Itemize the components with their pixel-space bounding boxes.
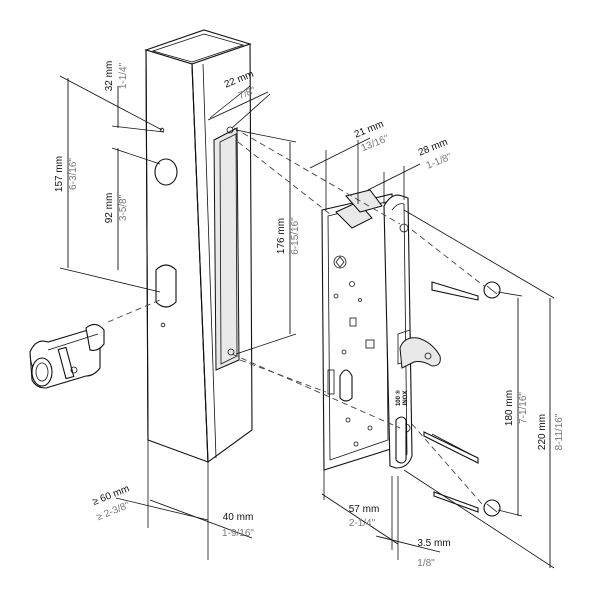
faceplate-marking: 100 ® INOX bbox=[395, 389, 409, 406]
dim-180: 180 mm 7-1/16" bbox=[504, 390, 529, 426]
dim-157-imperial: 6-3/16" bbox=[68, 158, 79, 190]
square-profile-post bbox=[144, 29, 253, 464]
dim-220: 220 mm 8-11/16" bbox=[537, 413, 565, 450]
dim-32: 32 mm 1-1/4" bbox=[104, 61, 129, 92]
dim-60: ≥ 60 mm ≥ 2-3/8" bbox=[91, 483, 132, 523]
dim-57: 57 mm 2-1/4" bbox=[349, 504, 380, 529]
dim-220-imperial: 8-11/16" bbox=[554, 413, 565, 450]
dim-28: 28 mm 1-1/8" bbox=[417, 137, 454, 172]
marking-inox: INOX bbox=[403, 391, 409, 406]
dim-32-metric: 32 mm bbox=[104, 61, 115, 92]
alignment-lines bbox=[107, 127, 485, 505]
marking-100: 100 ® bbox=[395, 389, 402, 406]
dim-180-imperial: 7-1/16" bbox=[518, 392, 529, 424]
dim-40-metric: 40 mm bbox=[223, 512, 254, 523]
dim-92-metric: 92 mm bbox=[104, 193, 115, 224]
dim-21: 21 mm 13/16" bbox=[353, 119, 391, 154]
euro-profile-cylinder bbox=[29, 323, 105, 389]
dimension-lines bbox=[59, 75, 555, 569]
dim-57-imperial: 2-1/4" bbox=[349, 518, 376, 529]
dim-40: 40 mm 1-9/16" bbox=[222, 512, 254, 539]
dim-220-metric: 220 mm bbox=[537, 414, 548, 450]
dim-176-metric: 176 mm bbox=[276, 218, 287, 254]
dim-92-imperial: 3-5/8" bbox=[118, 194, 129, 221]
long-fixing-screw bbox=[423, 431, 479, 464]
dim-40-imperial: 1-9/16" bbox=[222, 528, 254, 539]
dim-157-metric: 157 mm bbox=[54, 156, 65, 192]
dim-3-5-imperial: 1/8" bbox=[417, 558, 435, 569]
dim-57-metric: 57 mm bbox=[349, 504, 380, 515]
dim-32-imperial: 1-1/4" bbox=[118, 62, 129, 89]
dim-3-5-metric: 3.5 mm bbox=[417, 538, 450, 549]
dim-176-imperial: 6-15/16" bbox=[290, 217, 301, 255]
mortice-lock-body bbox=[321, 189, 441, 471]
dim-176: 176 mm 6-15/16" bbox=[276, 217, 301, 255]
fixing-screw-top bbox=[431, 281, 501, 301]
dim-92: 92 mm 3-5/8" bbox=[104, 193, 129, 224]
dim-3-5: 3.5 mm 1/8" bbox=[417, 538, 450, 569]
dim-180-metric: 180 mm bbox=[504, 390, 515, 426]
dim-157: 157 mm 6-3/16" bbox=[54, 156, 79, 192]
